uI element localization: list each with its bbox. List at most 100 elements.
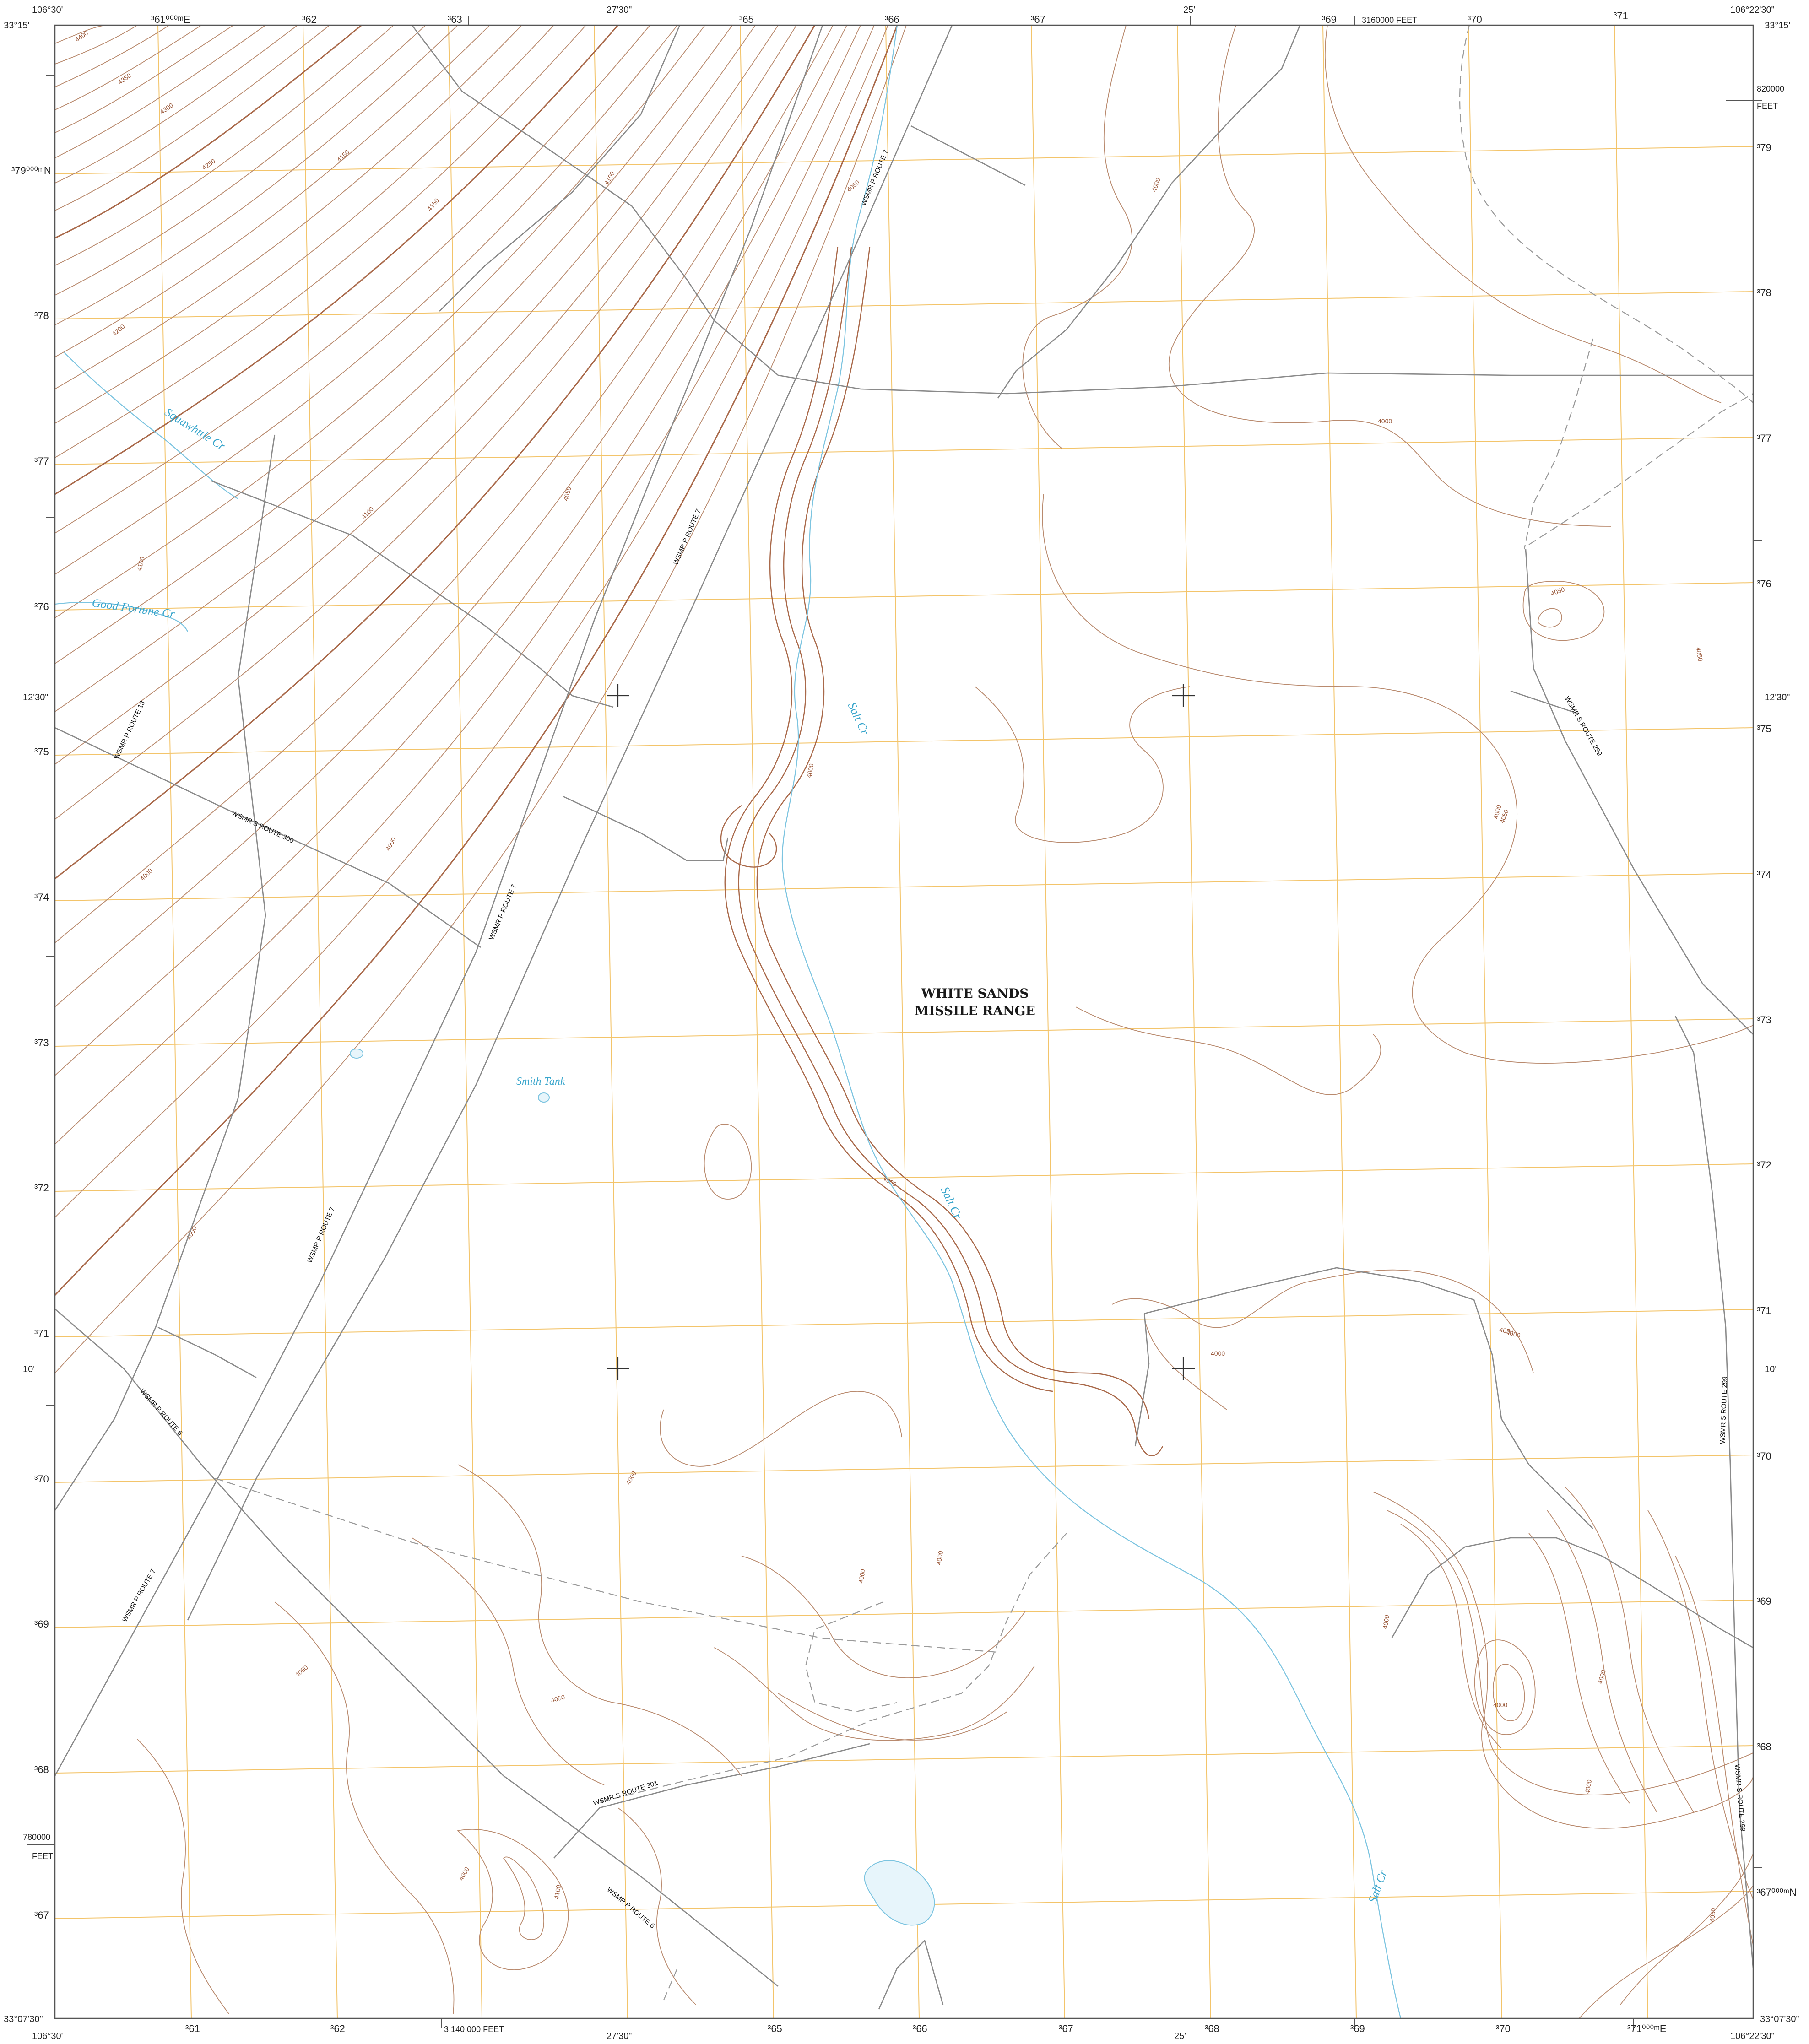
feet-label-bottom: 3 140 000 FEET [444, 2025, 504, 2034]
utm-top-label: ³62 [302, 14, 317, 25]
corner-tr-lat: 33°15' [1765, 21, 1790, 31]
road-diagonal-north [997, 25, 1301, 399]
grid-line-easting-370 [1468, 25, 1502, 2019]
road-south-fork [878, 1939, 944, 2010]
utm-top-label: ³65 [739, 14, 754, 25]
grid-line-northing-369 [54, 1600, 1754, 1628]
corner-tr-lon: 106°22'30" [1730, 5, 1775, 15]
contour-label: 4000 [805, 763, 815, 779]
road-stub-north [910, 125, 1026, 186]
road-route-7-east [187, 25, 953, 1621]
utm-left-label: ³74 [34, 892, 49, 903]
road-route-7 [54, 25, 823, 1776]
trail-east-connector [1523, 338, 1594, 550]
utm-right-label: ³68 [1757, 1741, 1771, 1752]
contour-label: 4000 [1211, 1350, 1225, 1357]
feet-label-right-unit: FEET [1757, 102, 1778, 111]
grid-line-easting-364 [594, 25, 628, 2019]
contour-label: 4050 [562, 486, 573, 501]
utm-left-label: ³75 [34, 746, 49, 757]
grid-line-easting-366 [885, 25, 920, 2019]
road-mid-west [210, 480, 614, 708]
region-label: WHITE SANDS MISSILE RANGE [915, 986, 1035, 1018]
water-label-smith-tank: Smith Tank [516, 1076, 565, 1087]
pond [350, 1049, 363, 1059]
grid-line-northing-373 [54, 1018, 1754, 1047]
contour-label: 4000 [935, 1550, 944, 1566]
contour-label: 4000 [857, 1568, 867, 1584]
collar-corners: 106°30' 33°15' 106°22'30" 33°15' 33°07'3… [4, 5, 1799, 2041]
utm-left-label: ³70 [34, 1473, 49, 1485]
corner-tl-lat: 33°15' [4, 21, 29, 31]
contour-label: 4000 [1583, 1779, 1593, 1795]
road-canyon-stub [1134, 1313, 1150, 1447]
contour-label: 4050 [550, 1693, 566, 1704]
road-loop [563, 795, 729, 861]
road-stub-299 [1510, 690, 1580, 715]
contour-label: 4000 [1381, 1614, 1391, 1630]
contour-label: 4100 [552, 1884, 562, 1900]
feet-label-left-unit: FEET [32, 1852, 53, 1861]
feet-label-top: 3160000 FEET [1362, 16, 1417, 25]
smith-tank-pond [538, 1092, 550, 1103]
collar-utm-right: ³79 ³78 ³77 ³76 ³75 ³74 ³73 ³72 ³71 ³70 … [1757, 142, 1797, 1898]
utm-top-label: ³67 [1031, 14, 1045, 25]
collar-utm-left: ³79⁰⁰⁰ᵐN ³78 ³77 ³76 ³75 ³74 ³73 ³72 ³71… [11, 165, 51, 1921]
lon-label: 27'30" [607, 5, 632, 15]
utm-left-label: ³78 [34, 310, 49, 321]
grid-line-northing-377 [54, 437, 1754, 465]
utm-left-label: ³68 [34, 1764, 49, 1775]
road-east-west [411, 25, 1753, 395]
grid-line-northing-376 [54, 582, 1754, 611]
utm-grid-lines [54, 25, 1754, 2019]
utm-bottom-label: ³61 [185, 2023, 200, 2034]
collar-graticule: 27'30" 25' 27'30" 25' 12'30" 12'30" 10' … [23, 5, 1790, 2041]
trail-northeast-diagonal [1528, 393, 1754, 545]
utm-left-label: ³76 [34, 601, 49, 612]
utm-left-label: ³73 [34, 1037, 49, 1049]
grid-line-northing-374 [54, 873, 1754, 901]
feet-label-left: 780000 [23, 1833, 50, 1842]
utm-left-label: ³77 [34, 455, 49, 467]
utm-bottom-label: ³62 [330, 2023, 345, 2034]
edge-ticks [27, 16, 1762, 2028]
utm-bottom-label: ³68 [1205, 2023, 1219, 2034]
corner-bl-lon: 106°30' [32, 2031, 63, 2041]
corner-bl-lat: 33°07'30" [4, 2014, 43, 2024]
contour-lines-salt-creek-canyon [720, 247, 1164, 1456]
collar-utm-top: ³61⁰⁰⁰ᵐE ³62 ³63 ³65 ³66 ³67 ³69 ³70 ³71 [151, 10, 1628, 25]
contour-label: 4000 [1378, 417, 1392, 425]
utm-left-label: ³79⁰⁰⁰ᵐN [11, 165, 51, 176]
ponds [350, 1049, 935, 1926]
utm-top-label: ³61⁰⁰⁰ᵐE [151, 14, 190, 25]
grid-line-easting-367 [1031, 25, 1065, 2019]
map-neatline [54, 24, 1754, 2019]
utm-right-label: ³75 [1757, 723, 1771, 735]
trails [215, 25, 1754, 2001]
grid-line-northing-368 [54, 1745, 1754, 1774]
contour-label: 4100 [135, 556, 146, 571]
roads [54, 25, 1754, 2010]
lat-label: 10' [1765, 1364, 1777, 1374]
utm-bottom-label: ³71⁰⁰⁰ᵐE [1627, 2023, 1667, 2034]
utm-right-label: ³77 [1757, 433, 1771, 444]
utm-left-label: ³72 [34, 1182, 49, 1194]
utm-right-label: ³69 [1757, 1595, 1771, 1607]
lon-label: 25' [1183, 5, 1195, 15]
lat-label: 12'30" [1765, 692, 1790, 703]
region-label-line2: MISSILE RANGE [915, 1003, 1035, 1018]
lat-label: 10' [23, 1364, 35, 1374]
grid-line-easting-363 [448, 25, 482, 2019]
salt-creek [781, 25, 1402, 2019]
utm-top-label: ³70 [1468, 14, 1482, 25]
route-label-299: WSMR S ROUTE 299 [1719, 1376, 1729, 1444]
grid-line-northing-378 [54, 291, 1754, 319]
utm-right-label: ³72 [1757, 1159, 1771, 1171]
road-west [54, 434, 276, 1511]
utm-right-label: ³79 [1757, 142, 1771, 153]
grid-line-northing-379 [54, 146, 1754, 174]
contour-label: 4000 [1493, 1701, 1507, 1709]
contour-label: 4000 [1506, 1328, 1521, 1339]
